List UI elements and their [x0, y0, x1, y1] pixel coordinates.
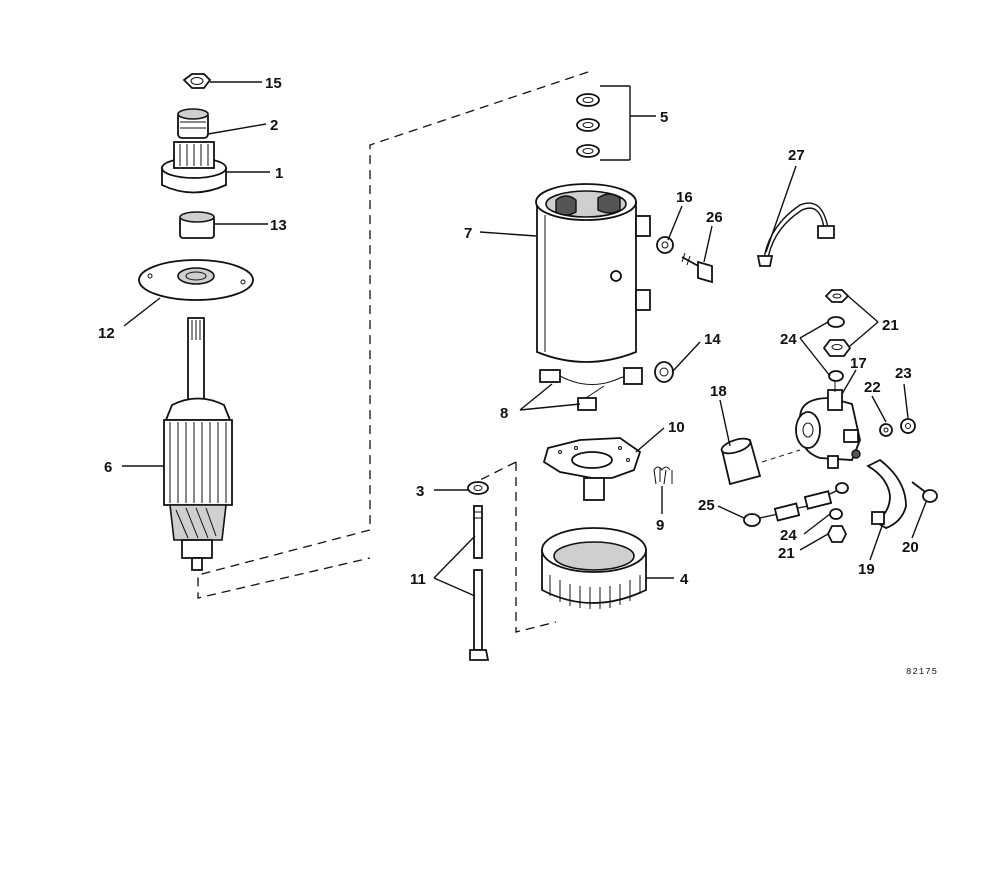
part-12-thrust-plate — [138, 259, 254, 301]
part-7-field-housing — [535, 183, 651, 363]
label-25: 25 — [698, 497, 715, 514]
label-21-bottom: 21 — [778, 545, 795, 562]
label-16: 16 — [676, 189, 693, 206]
part-9-brush-springs — [653, 466, 673, 485]
part-14-grommet — [654, 361, 674, 383]
part-24-washer-top — [827, 316, 845, 328]
part-15-nut — [182, 73, 212, 89]
label-15: 15 — [265, 75, 282, 92]
part-19-bracket — [866, 458, 907, 529]
part-3-washer — [467, 481, 489, 495]
label-17: 17 — [850, 355, 867, 372]
figure-code: 82175 — [906, 667, 938, 677]
label-18: 18 — [710, 383, 727, 400]
label-20: 20 — [902, 539, 919, 556]
part-6-armature — [163, 317, 233, 571]
label-6: 6 — [104, 459, 112, 476]
leader-lines — [122, 81, 927, 597]
label-1: 1 — [275, 165, 283, 182]
label-13: 13 — [270, 217, 287, 234]
label-24-bottom: 24 — [780, 527, 797, 544]
label-21-top: 21 — [882, 317, 899, 334]
part-22-nut — [879, 423, 893, 437]
part-21-nut-bottom — [826, 525, 848, 543]
part-20-screw — [911, 481, 938, 503]
label-10: 10 — [668, 419, 685, 436]
label-24-top: 24 — [780, 331, 797, 348]
part-18-solenoid-boot — [720, 437, 801, 486]
part-27-ground-cable — [756, 202, 835, 267]
part-17-solenoid — [795, 380, 861, 469]
label-19: 19 — [858, 561, 875, 578]
label-8: 8 — [500, 405, 508, 422]
label-7: 7 — [464, 225, 472, 242]
label-5: 5 — [660, 109, 668, 126]
part-24-washer-mid — [828, 370, 844, 382]
label-11: 11 — [410, 571, 426, 588]
label-27: 27 — [788, 147, 805, 164]
label-23: 23 — [895, 365, 912, 382]
part-24-washer-bottom — [829, 508, 843, 520]
assembly-dash-line-left — [197, 71, 589, 599]
part-10-brush-plate — [542, 437, 642, 501]
part-13-collar — [179, 211, 215, 239]
part-25-solenoid-cable — [743, 482, 849, 527]
part-1-drive-pinion — [161, 141, 227, 194]
part-21-nut-mid — [822, 339, 852, 357]
part-4-end-cap — [541, 527, 647, 609]
part-26-bolt — [681, 252, 713, 284]
part-5-washers — [576, 93, 600, 158]
label-26: 26 — [706, 209, 723, 226]
part-11-thru-bolts — [469, 505, 490, 661]
part-16-lock-washer — [656, 236, 674, 254]
label-12: 12 — [98, 325, 115, 342]
label-4: 4 — [680, 571, 689, 588]
label-2: 2 — [270, 117, 278, 134]
label-9: 9 — [656, 517, 664, 534]
label-22: 22 — [864, 379, 881, 396]
label-3: 3 — [416, 483, 424, 500]
part-8-brush-leads — [539, 367, 643, 411]
label-14: 14 — [704, 331, 721, 348]
part-23-nut — [900, 418, 916, 434]
part-2-drive-spring — [177, 108, 209, 139]
part-21-nut-top — [824, 289, 850, 303]
